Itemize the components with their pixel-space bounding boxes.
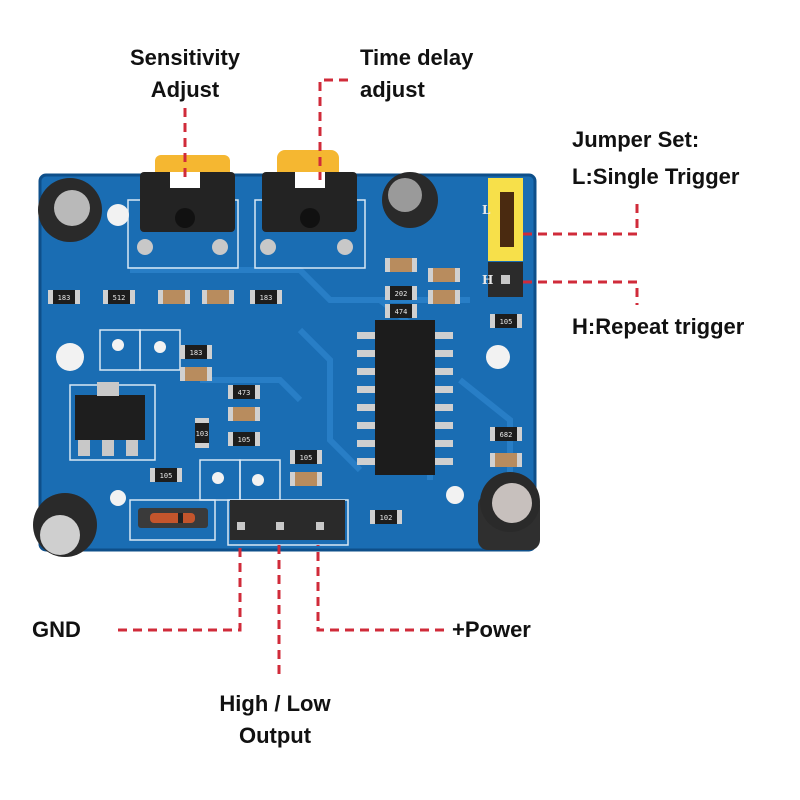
jumper-silk-l: L: [482, 203, 491, 217]
ic-pin-right: [435, 368, 453, 375]
smd-marking: 682: [500, 431, 513, 439]
capacitor-top-right: [382, 172, 438, 228]
smd-capacitor: [202, 290, 234, 304]
smd-marking: 105: [300, 454, 313, 462]
pin-output[interactable]: [276, 522, 284, 530]
smd-resistor: 103: [195, 418, 209, 448]
jumper-h-label: H:Repeat trigger: [572, 314, 745, 339]
smd-resistor: 183: [48, 290, 80, 304]
smd-resistor: 105: [150, 468, 182, 482]
sensitivity-line2: Adjust: [150, 77, 220, 102]
smd-capacitor: [490, 453, 522, 467]
power-label: +Power: [452, 617, 531, 642]
smd-marking: 102: [380, 514, 393, 522]
smd-marking: 202: [395, 290, 408, 298]
pin-power[interactable]: [316, 522, 324, 530]
smd-resistor: 183: [180, 345, 212, 359]
smd-resistor: 474: [385, 304, 417, 318]
smd-resistor: 183: [250, 290, 282, 304]
smd-resistor: 512: [103, 290, 135, 304]
jumper-l-label: L:Single Trigger: [572, 164, 740, 189]
voltage-regulator: [75, 382, 145, 456]
smd-resistor: 202: [385, 286, 417, 300]
smd-marking: 183: [58, 294, 71, 302]
leader-jumper-l: [523, 203, 639, 236]
mounting-holes: [56, 204, 510, 506]
smd-marking: 105: [500, 318, 513, 326]
smd-resistor: 105: [290, 450, 322, 464]
smd-marking: 105: [160, 472, 173, 480]
ic-pin-right: [435, 386, 453, 393]
smd-resistor: 105: [228, 432, 260, 446]
leader-time-delay: [318, 78, 348, 180]
ic-pin-left: [357, 458, 375, 465]
smd-marking: 183: [260, 294, 273, 302]
smd-marking: 512: [113, 294, 126, 302]
smd-marking: 103: [196, 430, 209, 438]
output-label: High / Low Output: [190, 688, 360, 752]
output-line2: Output: [238, 723, 312, 748]
smd-capacitor: [428, 290, 460, 304]
leader-jumper-h: [523, 280, 639, 305]
sensitivity-line1: Sensitivity: [129, 45, 241, 70]
ic-pin-left: [357, 386, 375, 393]
output-line1: High / Low: [219, 691, 331, 716]
smd-marking: 105: [238, 436, 251, 444]
ic-pin-left: [357, 440, 375, 447]
smd-marking: 474: [395, 308, 408, 316]
ic-pin-left: [357, 422, 375, 429]
smd-resistor: 102: [370, 510, 402, 524]
pin-gnd[interactable]: [237, 522, 245, 530]
smd-capacitor: [158, 290, 190, 304]
time-delay-line1: Time delay: [360, 45, 474, 70]
diode: [138, 508, 208, 528]
sensitivity-adjust-label: Sensitivity Adjust: [105, 42, 265, 106]
smd-resistor: 105: [490, 314, 522, 328]
gnd-label: GND: [32, 617, 81, 642]
time-delay-potentiometer[interactable]: [260, 150, 357, 255]
sensitivity-potentiometer[interactable]: [137, 155, 235, 255]
smd-marking: 473: [238, 389, 251, 397]
trigger-jumper[interactable]: [488, 178, 523, 297]
ic-pin-right: [435, 440, 453, 447]
smd-components: 183 512 183 183 473 105 103 105 105 202 474 105 682 1…: [48, 258, 522, 524]
time-delay-label: Time delay adjust: [360, 42, 473, 106]
leader-power: [316, 545, 444, 632]
capacitor-bottom-right: [478, 472, 540, 550]
jumper-set-title: Jumper Set:: [572, 127, 700, 152]
leader-gnd: [118, 545, 242, 632]
ic-pin-left: [357, 404, 375, 411]
ic-pin-right: [435, 404, 453, 411]
smd-resistor: 473: [228, 385, 260, 399]
smd-capacitor: [428, 268, 460, 282]
capacitor-top-left: [38, 178, 102, 242]
jumper-silk-h: H: [482, 273, 493, 287]
smd-capacitor: [228, 407, 260, 421]
time-delay-line2: adjust: [360, 77, 425, 102]
ic-pin-left: [357, 332, 375, 339]
ic-pin-right: [435, 422, 453, 429]
pin-header: [230, 500, 345, 540]
ic-pin-right: [435, 458, 453, 465]
smd-capacitor: [385, 258, 417, 272]
ic-pin-left: [357, 368, 375, 375]
smd-capacitor: [180, 367, 212, 381]
smd-resistor: 682: [490, 427, 522, 441]
smd-capacitor: [290, 472, 322, 486]
bism-ic-chip: [357, 320, 453, 475]
capacitor-bottom-left: [33, 493, 97, 557]
ic-pin-left: [357, 350, 375, 357]
ic-pin-right: [435, 350, 453, 357]
ic-pin-right: [435, 332, 453, 339]
smd-marking: 183: [190, 349, 203, 357]
